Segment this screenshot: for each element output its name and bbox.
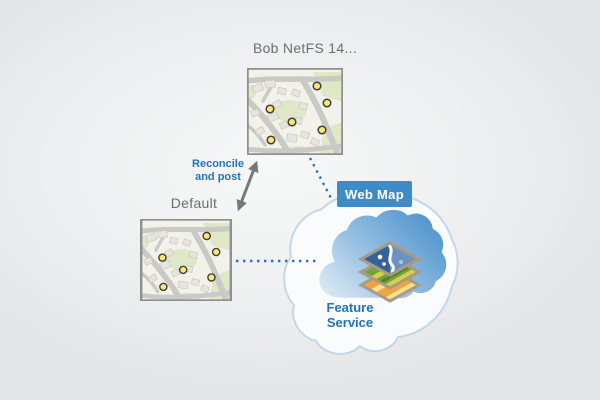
map-thumbnail-default xyxy=(140,219,231,304)
layers-icon xyxy=(357,241,423,303)
web-map-badge: Web Map xyxy=(337,181,412,207)
version-name-label: Bob NetFS 14... xyxy=(252,40,358,56)
reconcile-and-post-label: Reconcile and post xyxy=(192,158,244,183)
reconcile-arrow xyxy=(236,160,259,212)
map-thumbnail-version xyxy=(246,68,343,158)
default-version-label: Default xyxy=(170,195,218,211)
dotted-line-version-to-webmap xyxy=(308,157,333,199)
feature-service-label: Feature Service xyxy=(326,300,374,330)
